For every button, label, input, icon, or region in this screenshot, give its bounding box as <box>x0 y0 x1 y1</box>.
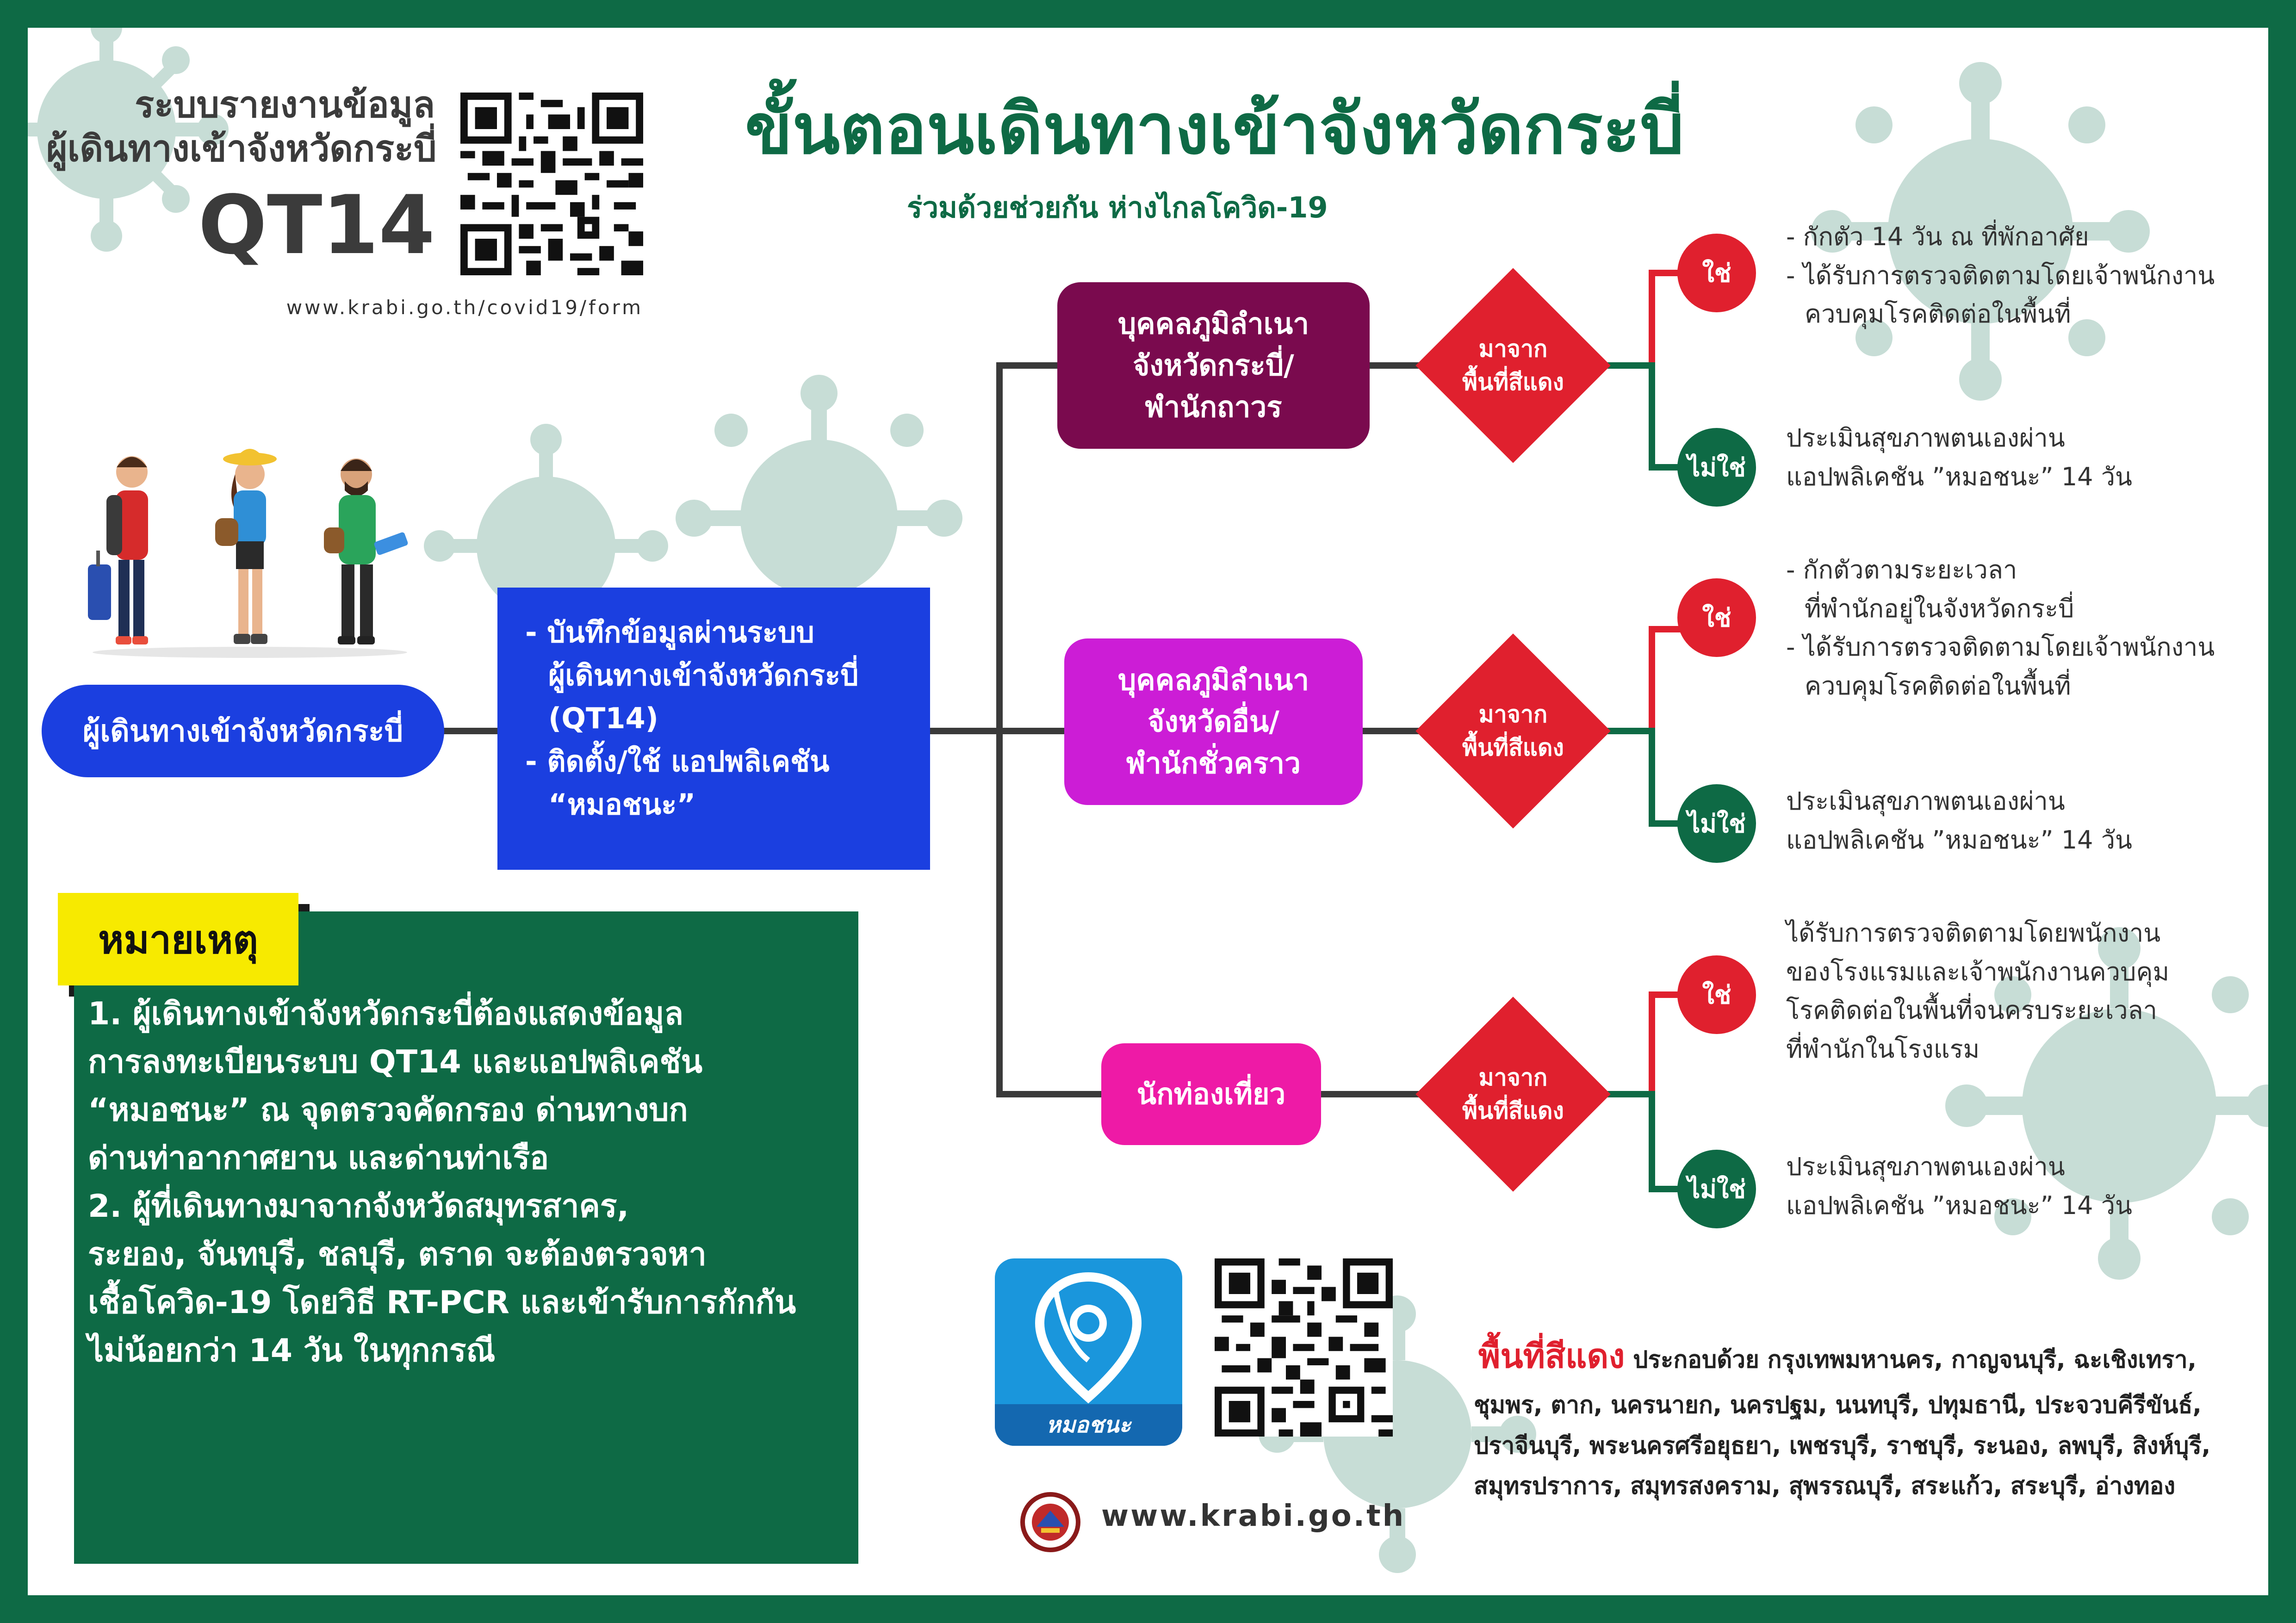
no-outcome-2: ประเมินสุขภาพตนเองผ่าน แอปพลิเคชัน ”หมอช… <box>1786 782 2132 859</box>
map-icon <box>374 532 408 555</box>
notes-text: 1. ผู้เดินทางเข้าจังหวัดกระบี่ต้องแสดงข้… <box>88 990 847 1375</box>
krabi-province-seal-icon <box>1020 1492 1080 1552</box>
app-qr-code-icon[interactable] <box>1215 1258 1393 1437</box>
yes-outcome-1: - กักตัว 14 วัน ณ ที่พักอาศัย - ได้รับกา… <box>1786 217 2215 334</box>
yes-node-1: ใช่ <box>1677 234 1756 312</box>
no-outcome-3: ประเมินสุขภาพตนเองผ่าน แอปพลิเคชัน ”หมอช… <box>1786 1147 2132 1225</box>
outcome-line: ประเมินสุขภาพตนเองผ่าน <box>1786 787 2065 816</box>
outcome-line: ได้รับการตรวจติดตามโดยพนักงาน <box>1786 918 2161 948</box>
outcome-line: แอปพลิเคชัน ”หมอชนะ” 14 วัน <box>1786 825 2132 855</box>
mor-chana-app-icon[interactable]: หมอชนะ <box>995 1258 1182 1446</box>
yes-node-2: ใช่ <box>1677 578 1756 657</box>
decision-line: มาจาก <box>1478 335 1548 362</box>
yes-outcome-3: ได้รับการตรวจติดตามโดยพนักงาน ของโรงแรมแ… <box>1786 914 2169 1069</box>
process-step-line: ผู้เดินทางเข้าจังหวัดกระบี่ <box>548 658 859 692</box>
qt14-heading-line1: ระบบรายงานข้อมูล <box>135 84 435 126</box>
qt14-heading: ระบบรายงานข้อมูล ผู้เดินทางเข้าจังหวัดกร… <box>46 83 437 171</box>
start-travelers-node: ผู้เดินทางเข้าจังหวัดกระบี่ <box>42 685 444 777</box>
red-zone-line: ประกอบด้วย กรุงเทพมหานคร, กาญจนบุรี, ฉะเ… <box>1633 1346 2197 1374</box>
virus-decoration-5 <box>1945 927 2286 1280</box>
note-line: ด่านท่าอากาศยาน และด่านท่าเรือ <box>88 1140 549 1177</box>
category-line: นักท่องเที่ยว <box>1136 1077 1286 1111</box>
red-zone-line: ปราจีนบุรี, พระนครศรีอยุธยา, เพชรบุรี, ร… <box>1474 1432 2211 1460</box>
suitcase-icon <box>88 564 111 620</box>
category-line: บุคคลภูมิลำเนา <box>1117 307 1309 341</box>
no-node-2: ไม่ใช่ <box>1677 784 1756 863</box>
footer-website-link[interactable]: www.krabi.go.th <box>1101 1499 1406 1533</box>
red-zone-title: พื้นที่สีแดง <box>1478 1337 1625 1375</box>
note-line: 1. ผู้เดินทางเข้าจังหวัดกระบี่ต้องแสดงข้… <box>88 996 683 1032</box>
outcome-line: - ได้รับการตรวจติดตามโดยเจ้าพนักงาน <box>1786 632 2215 662</box>
qt14-qr-code-icon[interactable] <box>460 93 643 275</box>
decision-line: มาจาก <box>1478 700 1548 728</box>
notes-title: หมายเหตุ <box>58 893 310 997</box>
yes-node-3: ใช่ <box>1677 955 1756 1034</box>
outcome-line: ประเมินสุขภาพตนเองผ่าน <box>1786 1152 2065 1181</box>
decision-red-zone-1: มาจากพื้นที่สีแดง <box>1415 268 1611 463</box>
outcome-line: ควบคุมโรคติดต่อในพื้นที่ <box>1805 299 2071 329</box>
outcome-line: - กักตัว 14 วัน ณ ที่พักอาศัย <box>1786 222 2089 251</box>
app-name-label: หมอชนะ <box>995 1404 1182 1446</box>
travelers-illustration <box>88 449 408 658</box>
outcome-line: แอปพลิเคชัน ”หมอชนะ” 14 วัน <box>1786 1190 2132 1220</box>
qt14-url-link[interactable]: www.krabi.go.th/covid19/form <box>286 296 643 319</box>
decision-line: มาจาก <box>1478 1064 1548 1091</box>
notes-panel <box>74 911 858 1564</box>
outcome-line: ประเมินสุขภาพตนเองผ่าน <box>1786 423 2065 452</box>
note-line: ไม่น้อยกว่า 14 วัน ในทุกกรณี <box>88 1332 496 1369</box>
process-step-line: - ติดตั้ง/ใช้ แอปพลิเคชัน <box>525 744 830 778</box>
note-line: 2. ผู้ที่เดินทางมาจากจังหวัดสมุทรสาคร, <box>88 1188 629 1225</box>
note-line: “หมอชนะ” ณ จุดตรวจคัดกรอง ด่านทางบก <box>88 1092 688 1129</box>
outcome-line: โรคติดต่อในพื้นที่จนครบระยะเวลา <box>1786 996 2157 1025</box>
category-resident-other-province: บุคคลภูมิลำเนา จังหวัดอื่น/ พำนักชั่วครา… <box>1064 638 1363 805</box>
no-outcome-1: ประเมินสุขภาพตนเองผ่าน แอปพลิเคชัน ”หมอช… <box>1786 419 2132 496</box>
red-zone-line: สมุทรปราการ, สมุทรสงคราม, สุพรรณบุรี, สร… <box>1474 1473 2176 1500</box>
decision-line: พื้นที่สีแดง <box>1462 369 1564 396</box>
category-tourist: นักท่องเที่ยว <box>1101 1043 1321 1145</box>
category-line: พำนักถาวร <box>1145 390 1282 424</box>
note-line: การลงทะเบียนระบบ QT14 และแอปพลิเคชัน <box>88 1044 703 1081</box>
category-line: บุคคลภูมิลำเนา <box>1117 663 1309 697</box>
category-resident-krabi: บุคคลภูมิลำเนา จังหวัดกระบี่/ พำนักถาวร <box>1057 282 1370 449</box>
process-steps-box: - บันทึกข้อมูลผ่านระบบ ผู้เดินทางเข้าจัง… <box>497 588 930 870</box>
decision-red-zone-3: มาจากพื้นที่สีแดง <box>1415 997 1611 1192</box>
decision-red-zone-2: มาจากพื้นที่สีแดง <box>1415 633 1611 829</box>
outcome-line: - กักตัวตามระยะเวลา <box>1786 555 2017 584</box>
outcome-line: แอปพลิเคชัน ”หมอชนะ” 14 วัน <box>1786 462 2132 491</box>
red-zone-line: ชุมพร, ตาก, นครนายก, นครปฐม, นนทบุรี, ปท… <box>1474 1391 2202 1419</box>
category-line: จังหวัดอื่น/ <box>1148 705 1279 739</box>
outcome-line: ที่พำนักในโรงแรม <box>1786 1035 1980 1064</box>
process-step-line: - บันทึกข้อมูลผ่านระบบ <box>525 615 814 649</box>
no-node-1: ไม่ใช่ <box>1677 428 1756 507</box>
category-line: พำนักชั่วคราว <box>1126 746 1301 780</box>
qt14-code: QT14 <box>198 179 435 273</box>
note-line: ระยอง, จันทบุรี, ชลบุรี, ตราด จะต้องตรวจ… <box>88 1236 707 1273</box>
note-line: เชื้อโควิด-19 โดยวิธี RT-PCR และเข้ารับก… <box>88 1284 796 1321</box>
page-title: ขั้นตอนเดินทางเข้าจังหวัดกระบี่ <box>745 89 1684 170</box>
stethoscope-pin-icon <box>1035 1272 1142 1404</box>
decision-line: พื้นที่สีแดง <box>1462 734 1564 761</box>
virus-decoration-4 <box>1811 62 2150 401</box>
outcome-line: ของโรงแรมและเจ้าพนักงานควบคุม <box>1786 957 2170 986</box>
process-step-line: (QT14) <box>548 701 658 735</box>
no-node-3: ไม่ใช่ <box>1677 1150 1756 1228</box>
qt14-heading-line2: ผู้เดินทางเข้าจังหวัดกระบี่ <box>46 128 437 170</box>
process-step-line: “หมอชนะ” <box>548 787 696 821</box>
outcome-line: ควบคุมโรคติดต่อในพื้นที่ <box>1805 671 2071 701</box>
decision-line: พื้นที่สีแดง <box>1462 1097 1564 1124</box>
outcome-line: - ได้รับการตรวจติดตามโดยเจ้าพนักงาน <box>1786 260 2215 290</box>
page-subtitle: ร่วมด้วยช่วยกัน ห่างไกลโควิด-19 <box>907 191 1328 224</box>
yes-outcome-2: - กักตัวตามระยะเวลา ที่พำนักอยู่ในจังหวั… <box>1786 551 2215 706</box>
outcome-line: ที่พำนักอยู่ในจังหวัดกระบี่ <box>1805 594 2074 623</box>
category-line: จังหวัดกระบี่/ <box>1133 348 1294 383</box>
red-zone-list: พื้นที่สีแดง ประกอบด้วย กรุงเทพมหานคร, ก… <box>1474 1328 2270 1507</box>
